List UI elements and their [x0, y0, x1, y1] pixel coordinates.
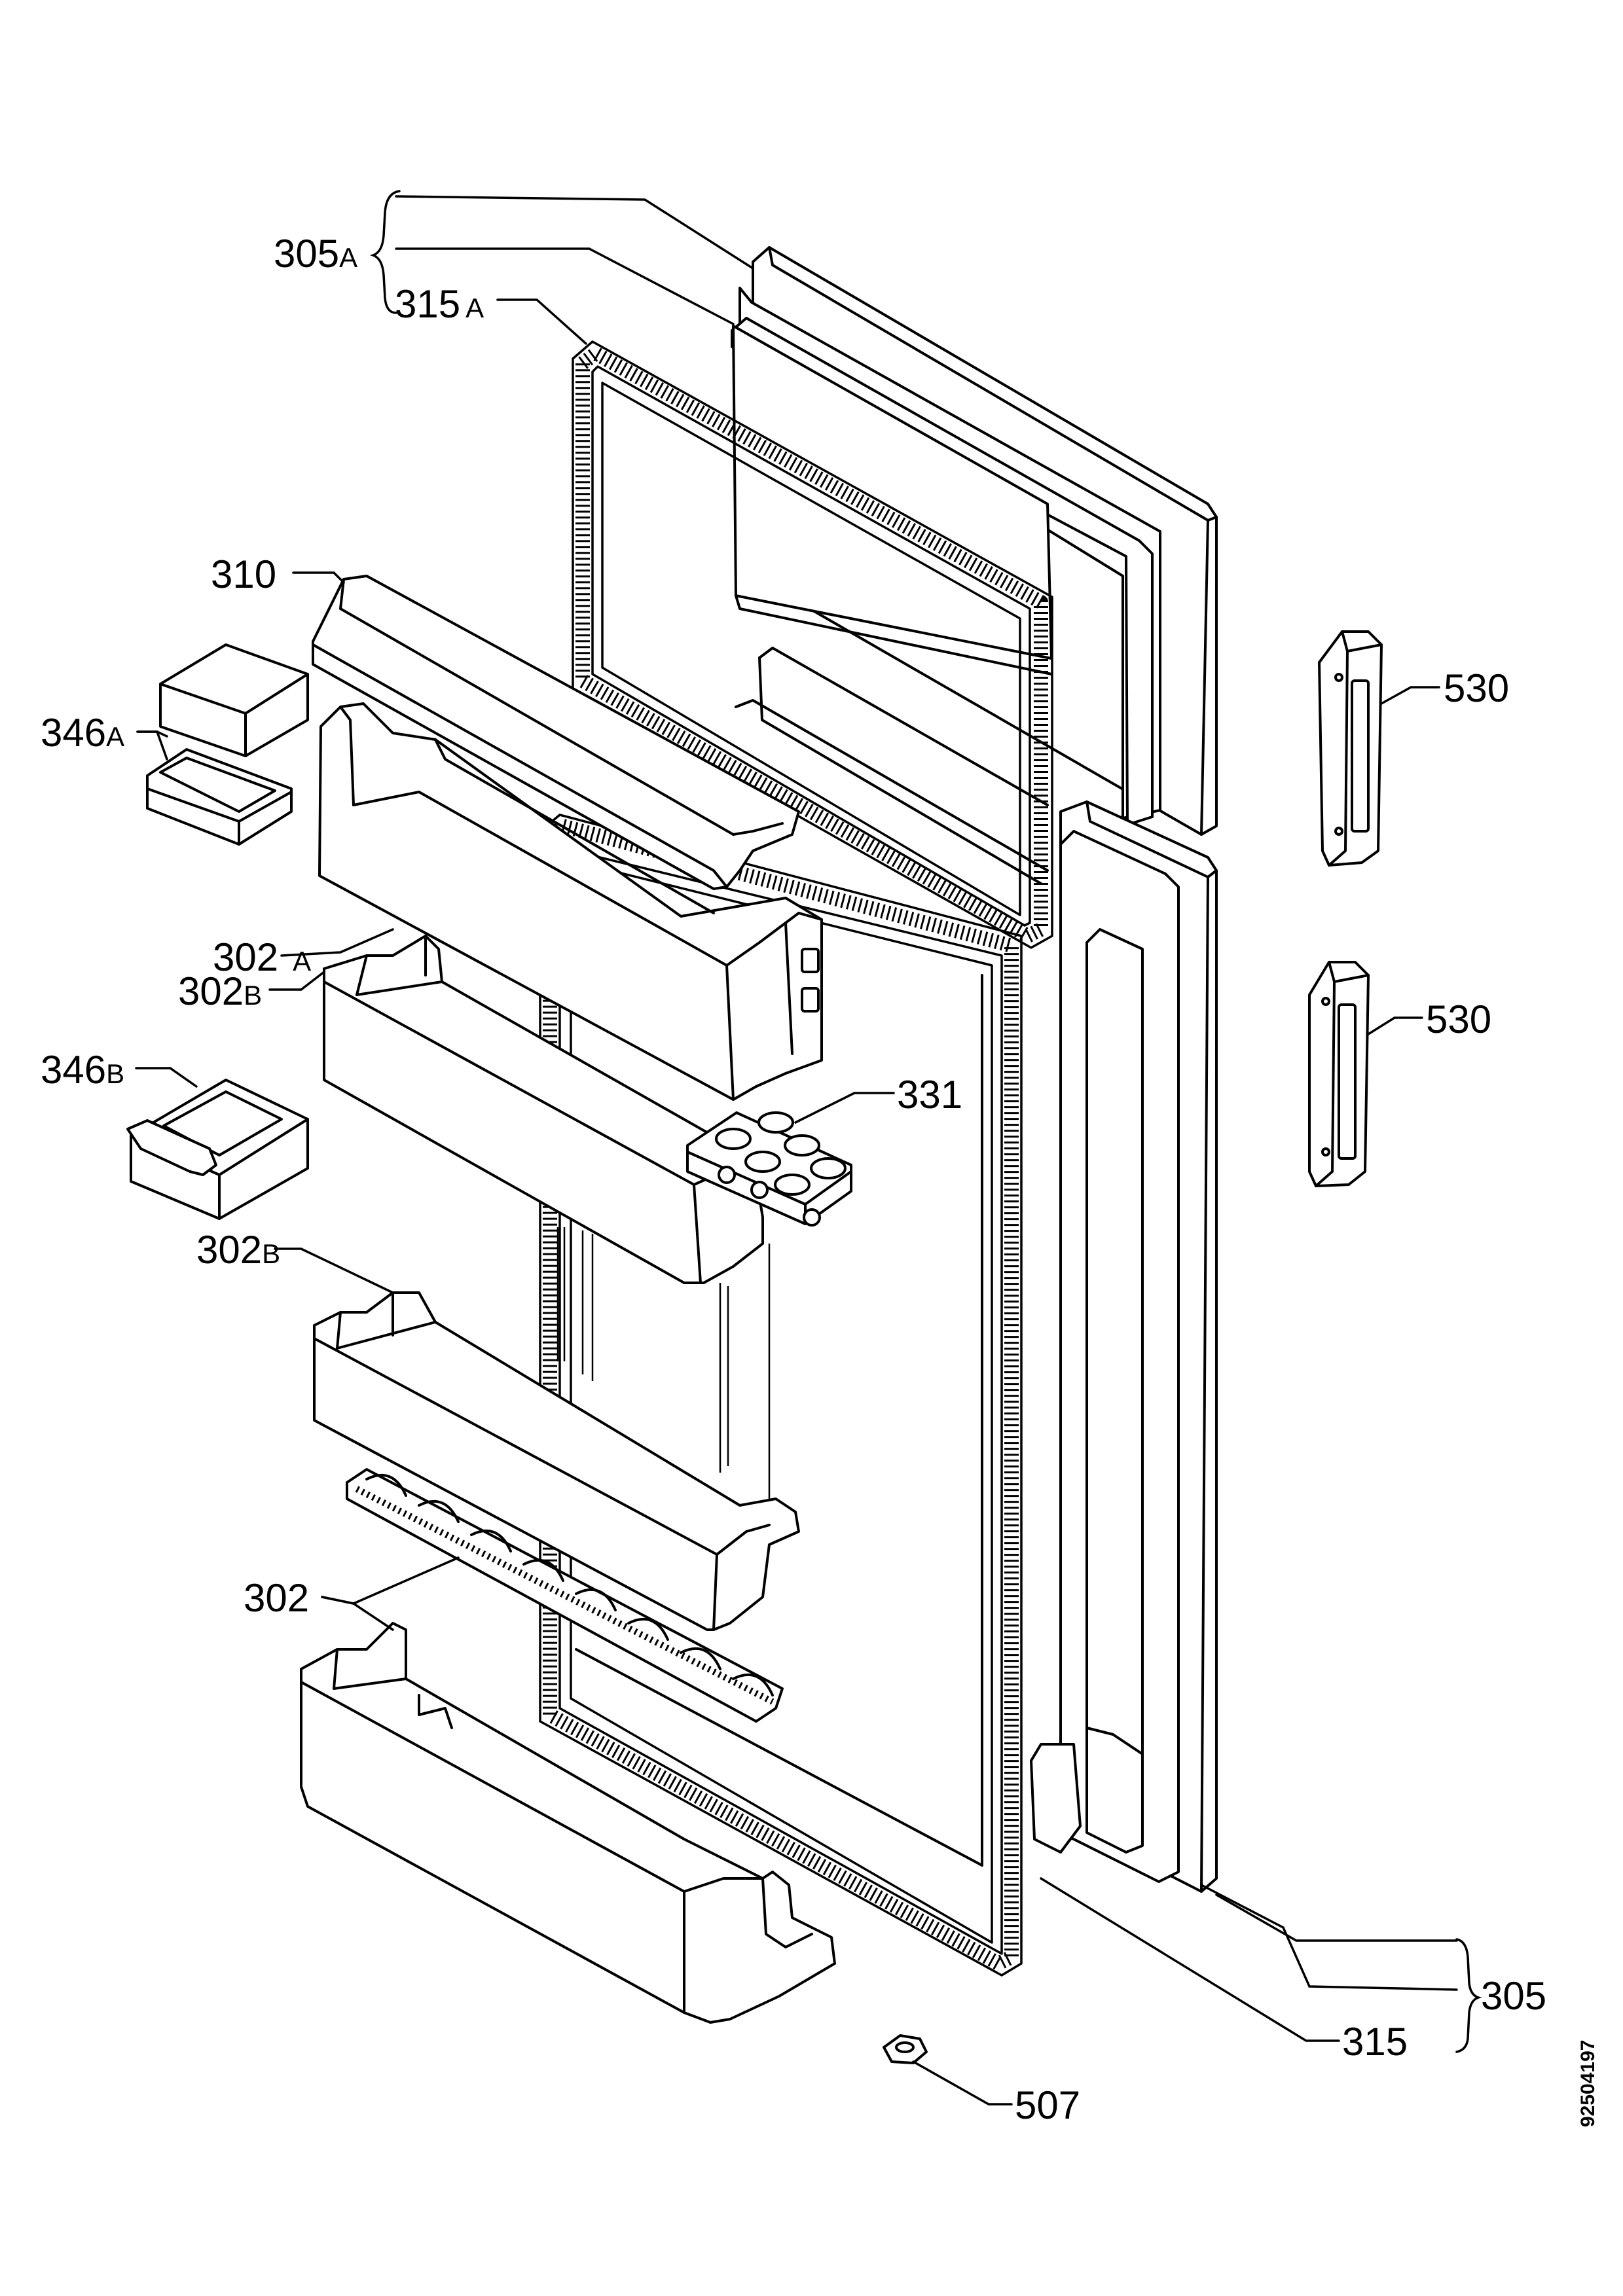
butter-dish-lid-346a — [159, 643, 309, 757]
door-shelf-lower-302b — [313, 1291, 800, 1631]
leader-lines — [135, 190, 1482, 2106]
label-530-upper: 530 — [1444, 666, 1509, 710]
label-507: 507 — [1015, 2083, 1080, 2127]
door-handle-lower-530 — [1308, 961, 1370, 1187]
hinge-bushing-507 — [883, 2034, 928, 2064]
label-310: 310 — [211, 552, 276, 596]
bottle-retainer-rack — [346, 1468, 784, 1723]
label-305: 305 — [1481, 1974, 1546, 2018]
butter-dish-base-346a — [146, 748, 293, 846]
fridge-door-inner-liner — [1030, 830, 1180, 1883]
label-530-lower: 530 — [1426, 997, 1491, 1041]
label-302: 302 — [244, 1576, 309, 1620]
small-container-346b — [126, 1079, 309, 1220]
egg-tray-331 — [686, 1111, 852, 1227]
door-handle-upper-530 — [1318, 630, 1383, 867]
label-331: 331 — [897, 1073, 962, 1117]
drawing-code: 92504197 — [1577, 2040, 1599, 2127]
door-liner-shading — [556, 1227, 771, 1505]
label-305a: 305A — [274, 232, 357, 276]
dairy-compartment-flap-310 — [312, 575, 800, 890]
label-346b: 346B — [41, 1048, 124, 1092]
dairy-compartment-302a — [318, 702, 823, 1101]
bottle-shelf-302 — [300, 1622, 836, 2024]
label-315: 315 — [1342, 2020, 1408, 2064]
label-346a: 346A — [41, 711, 124, 755]
label-302b-upper: 302B — [178, 969, 262, 1013]
label-302b-lower: 302B — [196, 1228, 280, 1272]
